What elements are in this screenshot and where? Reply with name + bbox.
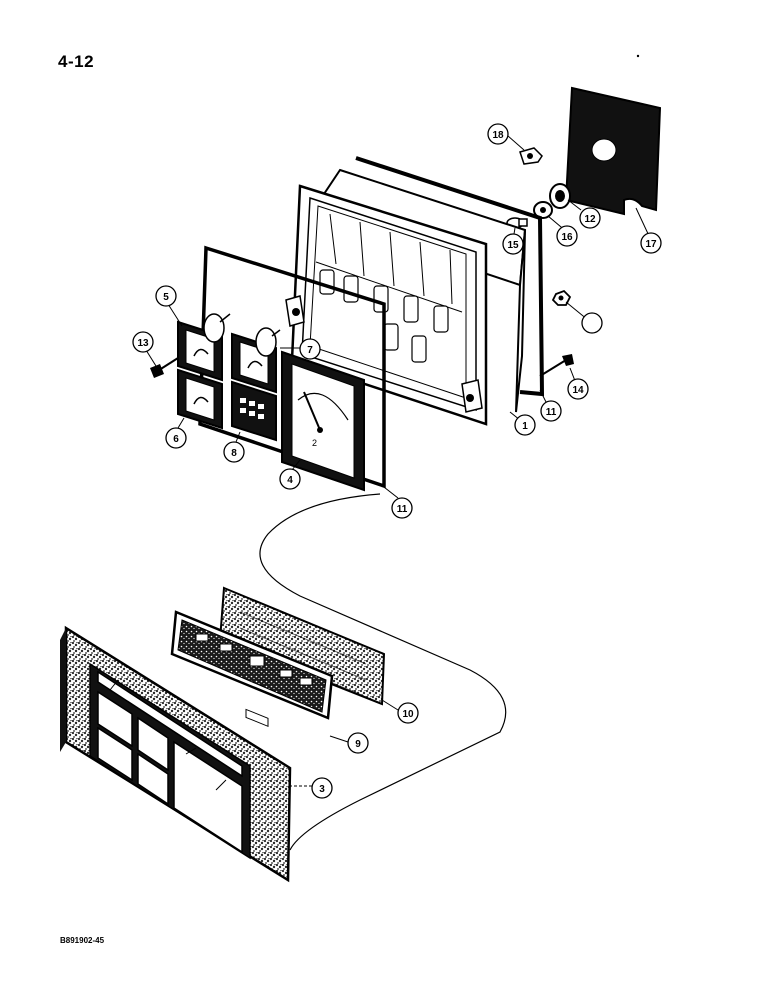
circuit-board-part-9 <box>170 610 334 720</box>
gauge-part-8 <box>231 380 277 442</box>
callout-3: 3 <box>311 777 333 799</box>
gauge-part-5 <box>177 313 231 382</box>
callout-6: 6 <box>165 427 187 449</box>
callout-17: 18 <box>487 123 509 145</box>
callout-18 <box>581 312 603 334</box>
callout-16: 17 <box>640 232 662 254</box>
callout-11-right: 11 <box>540 400 562 422</box>
page-number: 4-12 <box>58 52 95 71</box>
svg-text:4: 4 <box>287 475 293 486</box>
bulb-part-14 <box>506 217 528 229</box>
svg-text:10: 10 <box>402 709 414 720</box>
svg-text:11: 11 <box>546 407 557 418</box>
screw-part-13-left <box>150 357 179 378</box>
svg-text:15: 15 <box>507 240 519 251</box>
holder-part-15 <box>533 201 553 219</box>
svg-text:17: 17 <box>645 239 657 250</box>
svg-text:13: 13 <box>137 338 149 349</box>
callout-15: 16 <box>556 225 578 247</box>
svg-text:2: 2 <box>312 438 317 448</box>
callout-9: 9 <box>347 732 369 754</box>
svg-text:5: 5 <box>163 292 169 303</box>
callout-13-left: 13 <box>132 331 154 353</box>
callout-1: 1 <box>514 414 536 436</box>
gauge-part-6 <box>177 368 223 430</box>
cover-plate-part-16 <box>564 86 662 216</box>
callout-7: 7 <box>299 338 321 360</box>
nut-part-18 <box>551 289 572 306</box>
svg-text:12: 12 <box>584 214 596 225</box>
housing-part-1 <box>285 156 545 426</box>
front-bezel-part-3 <box>60 625 292 883</box>
svg-text:6: 6 <box>173 434 179 445</box>
svg-text:9: 9 <box>355 739 361 750</box>
callout-10: 10 <box>397 702 419 724</box>
figure-code: B891902-45 <box>60 936 105 945</box>
gauge-part-4: 2 <box>281 350 365 492</box>
wiring-harness <box>259 493 507 851</box>
svg-text:1: 1 <box>522 421 528 432</box>
callout-13-right: 14 <box>567 378 589 400</box>
stray-dot <box>636 54 640 58</box>
svg-text:16: 16 <box>561 232 573 243</box>
svg-text:3: 3 <box>319 784 325 795</box>
callout-8: 8 <box>223 441 245 463</box>
screw-part-13-right <box>539 354 574 377</box>
callout-14: 15 <box>502 233 524 255</box>
callout-5: 5 <box>155 285 177 307</box>
svg-text:7: 7 <box>307 345 313 356</box>
svg-text:18: 18 <box>492 130 504 141</box>
svg-text:11: 11 <box>397 504 408 515</box>
svg-text:14: 14 <box>572 385 584 396</box>
bracket-part-17 <box>519 147 543 165</box>
svg-text:8: 8 <box>231 448 237 459</box>
lamp-socket-part-12 <box>549 183 571 209</box>
callout-12: 12 <box>579 207 601 229</box>
callout-11-lower: 11 <box>391 497 413 519</box>
gauge-part-7 <box>231 327 281 394</box>
callout-4: 4 <box>279 468 301 490</box>
